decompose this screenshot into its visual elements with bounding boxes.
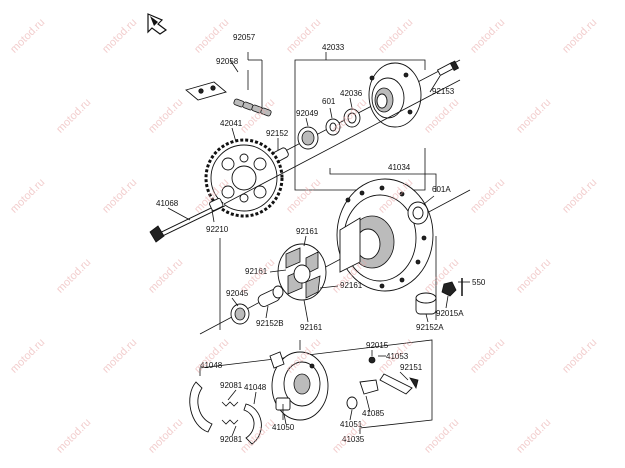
label-92152: 92152 [266, 129, 289, 138]
bearing-601A [407, 201, 429, 225]
label-92152B: 92152B [256, 319, 284, 328]
label-92161-right: 92161 [340, 281, 363, 290]
seal-92049 [297, 126, 319, 150]
label-41051: 41051 [340, 420, 363, 429]
wheel-hub [336, 178, 434, 292]
chain-links [233, 98, 272, 117]
label-92057: 92057 [233, 33, 256, 42]
label-41053: 41053 [386, 352, 409, 361]
front-arrow-icon [147, 13, 168, 35]
brake-cam [275, 397, 291, 420]
label-92015: 92015 [366, 341, 389, 350]
bolt-92153 [436, 60, 460, 77]
label-601: 601 [322, 97, 336, 106]
coupling-hub [368, 62, 422, 128]
label-41085: 41085 [362, 409, 385, 418]
label-41048-left: 41048 [200, 361, 223, 370]
label-92081-bottom: 92081 [220, 435, 243, 444]
label-92049: 92049 [296, 109, 319, 118]
wheel-hub-group [199, 168, 471, 335]
drive-chain [185, 52, 272, 117]
label-41034: 41034 [388, 163, 411, 172]
label-42036: 42036 [340, 89, 363, 98]
brake-group [189, 339, 433, 445]
label-42041: 42041 [220, 119, 243, 128]
label-42033: 42033 [322, 43, 345, 52]
label-41035: 41035 [342, 435, 365, 444]
brake-shoes [189, 381, 262, 445]
seal-92045 [230, 303, 250, 325]
label-550: 550 [472, 278, 486, 287]
axle-nut-92015A [441, 278, 463, 297]
spacer-92152A [415, 292, 437, 315]
axle-41068 [149, 79, 461, 243]
bearing-601 [325, 118, 341, 136]
label-92210: 92210 [206, 225, 229, 234]
label-41050: 41050 [272, 423, 295, 432]
collar-42036 [343, 108, 361, 128]
label-92161-left: 92161 [245, 267, 268, 276]
label-92081-top: 92081 [220, 381, 243, 390]
leader-lines [167, 59, 470, 437]
label-601A: 601A [432, 185, 451, 194]
chain-joint [185, 81, 227, 101]
part-labels: 92057 92058 42033 92153 42036 601 92049 … [156, 33, 486, 444]
label-92058: 92058 [216, 57, 239, 66]
hub-damper [277, 243, 327, 301]
label-92151: 92151 [400, 363, 423, 372]
label-41048-right: 41048 [244, 383, 267, 392]
label-92045: 92045 [226, 289, 249, 298]
label-92152A: 92152A [416, 323, 444, 332]
label-41068: 41068 [156, 199, 179, 208]
label-92161-top: 92161 [296, 227, 319, 236]
rear-sprocket [204, 138, 284, 218]
sprocket-group [267, 52, 461, 191]
label-92015A: 92015A [436, 309, 464, 318]
label-92153: 92153 [432, 87, 455, 96]
collar-92152B [257, 285, 284, 307]
brake-lever [346, 356, 419, 410]
brake-springs [221, 401, 239, 425]
label-92161-bottom: 92161 [300, 323, 323, 332]
